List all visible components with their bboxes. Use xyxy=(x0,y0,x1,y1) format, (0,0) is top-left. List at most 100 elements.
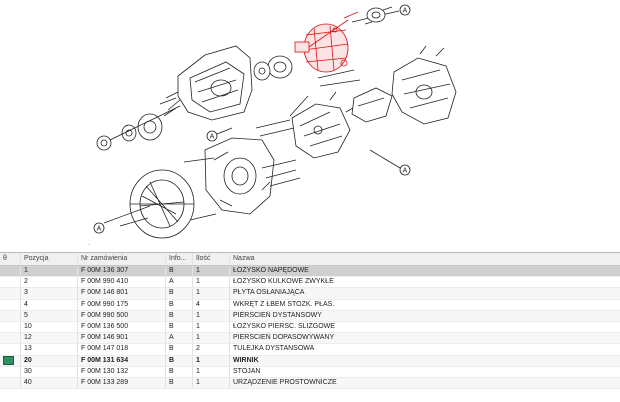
cell-position: 4 xyxy=(21,299,78,310)
callout-marker-a-mid[interactable]: A xyxy=(206,130,218,142)
svg-text:A: A xyxy=(97,226,102,233)
bolts xyxy=(163,69,361,187)
rear-cover[interactable] xyxy=(391,45,457,125)
table-row-highlighted[interactable]: 20 F 00M 131 634 B 1 WIRNIK xyxy=(0,355,620,367)
row-icon xyxy=(0,344,21,355)
row-icon xyxy=(0,366,21,377)
cell-quantity: 1 xyxy=(193,366,230,377)
cell-quantity: 4 xyxy=(193,299,230,310)
cell-position: 40 xyxy=(21,377,78,389)
cell-position: 5 xyxy=(21,310,78,321)
cell-order-number: F 00M 147 018 xyxy=(78,344,166,355)
table-row[interactable]: 10 F 00M 136 500 B 1 ŁOŻYSKO PIERŚC. ŚLI… xyxy=(0,321,620,334)
row-icon xyxy=(0,299,21,310)
cell-position: 20 xyxy=(21,355,78,366)
cell-quantity: 1 xyxy=(193,355,230,366)
row-icon xyxy=(0,277,21,288)
table-row[interactable]: 4 F 00M 990 175 B 4 WKRĘT Z ŁBEM STOŻK. … xyxy=(0,299,620,311)
small-bearing-top[interactable] xyxy=(364,6,393,25)
table-row[interactable]: 2 F 00M 990 410 A 1 ŁOŻYSKO KULKOWE ZWYK… xyxy=(0,277,620,289)
header-info[interactable]: Info... xyxy=(166,253,193,265)
callout-marker-a-right[interactable]: A xyxy=(399,164,411,176)
cell-quantity: 1 xyxy=(193,310,230,321)
cell-quantity: 2 xyxy=(193,344,230,355)
cell-info: B xyxy=(166,321,193,333)
table-row[interactable]: 40 F 00M 133 289 B 1 URZĄDZENIE PROSTOWN… xyxy=(0,377,620,390)
svg-text:A: A xyxy=(210,134,215,141)
callout-marker-a-top[interactable]: A xyxy=(399,4,411,16)
diagram-dot: · xyxy=(88,242,90,248)
header-name[interactable]: Nazwa xyxy=(233,255,255,262)
rectifier[interactable] xyxy=(289,91,361,159)
rotor-highlighted[interactable] xyxy=(294,11,359,73)
cell-info: B xyxy=(166,310,193,321)
cell-info: B xyxy=(166,355,193,366)
drive-end-housing[interactable] xyxy=(177,45,253,121)
table-row[interactable]: 5 F 00M 990 500 B 1 PIERŚCIEŃ DYSTANSOWY xyxy=(0,310,620,322)
cell-info: B xyxy=(166,288,193,299)
callout-marker-a-left[interactable]: A xyxy=(93,222,105,234)
header-icon-column[interactable]: θ xyxy=(0,253,21,265)
table-row[interactable]: 3 F 00M 146 801 B 1 PŁYTA OSŁANIAJĄCA xyxy=(0,288,620,300)
stator[interactable] xyxy=(119,169,195,239)
table-row[interactable]: 12 F 00M 146 901 A 1 PIERŚCIEŃ DOPASOWYW… xyxy=(0,333,620,345)
cell-position: 1 xyxy=(21,266,78,277)
cell-position: 2 xyxy=(21,277,78,288)
cell-name: PŁYTA OSŁANIAJĄCA xyxy=(233,289,305,297)
cell-order-number: F 00M 990 500 xyxy=(78,310,166,321)
header-quantity[interactable]: Ilość xyxy=(193,253,230,265)
cell-order-number: F 00M 133 289 xyxy=(78,377,166,389)
cell-name: STOJAN xyxy=(233,367,261,375)
table-row[interactable]: 1 F 00M 136 307 B 1 ŁOŻYSKO NAPĘDOWE xyxy=(0,266,620,278)
slip-ring-end-housing[interactable] xyxy=(183,137,275,221)
cell-info: B xyxy=(166,266,193,277)
pulley-and-nut[interactable] xyxy=(96,91,181,151)
cell-name: ŁOŻYSKO NAPĘDOWE xyxy=(233,267,309,274)
cell-order-number: F 00M 131 634 xyxy=(78,355,166,366)
cell-quantity: 1 xyxy=(193,377,230,389)
row-icon xyxy=(0,310,21,321)
brush-holder[interactable] xyxy=(351,87,393,123)
cell-info: B xyxy=(166,377,193,389)
cell-name: WKRĘT Z ŁBEM STOŻK. PŁAS. xyxy=(233,300,335,308)
cell-name: TULEJKA DYSTANSOWA xyxy=(233,345,315,353)
cell-name: PIERŚCIEŃ DYSTANSOWY xyxy=(233,311,322,319)
bearing-plate[interactable] xyxy=(253,55,293,81)
cell-order-number: F 00M 990 175 xyxy=(78,299,166,310)
cell-position: 12 xyxy=(21,333,78,344)
cell-name: URZĄDZENIE PROSTOWNICZE xyxy=(233,378,337,386)
exploded-view-diagram: A A A A xyxy=(88,4,457,248)
cell-name: ŁOŻYSKO PIERŚC. ŚLIZGOWE xyxy=(233,322,335,330)
table-row[interactable]: 13 F 00M 147 018 B 2 TULEJKA DYSTANSOWA xyxy=(0,344,620,356)
row-icon xyxy=(0,266,21,277)
cell-name: ŁOŻYSKO KULKOWE ZWYKŁE xyxy=(233,278,334,286)
cell-name: WIRNIK xyxy=(233,356,259,364)
cell-order-number: F 00M 146 901 xyxy=(78,333,166,344)
cell-info: A xyxy=(166,333,193,344)
cell-quantity: 1 xyxy=(193,277,230,288)
row-icon xyxy=(0,288,21,299)
cell-quantity: 1 xyxy=(193,321,230,333)
row-icon xyxy=(0,377,21,389)
cell-position: 10 xyxy=(21,321,78,333)
cell-info: B xyxy=(166,344,193,355)
leader-line xyxy=(103,205,151,224)
leader-line xyxy=(216,127,233,135)
cell-quantity: 1 xyxy=(193,266,230,277)
header-order-number[interactable]: Nr zamówienia xyxy=(78,253,166,265)
header-position[interactable]: Pozycja xyxy=(21,253,78,265)
table-row[interactable]: 30 F 00M 130 132 B 1 STOJAN xyxy=(0,366,620,378)
cell-order-number: F 00M 130 132 xyxy=(78,366,166,377)
cell-order-number: F 00M 136 307 xyxy=(78,266,166,277)
cell-position: 13 xyxy=(21,344,78,355)
row-marker-icon xyxy=(0,355,21,366)
svg-text:A: A xyxy=(403,8,408,15)
cell-order-number: F 00M 990 410 xyxy=(78,277,166,288)
cell-order-number: F 00M 136 500 xyxy=(78,321,166,333)
parts-table: θ Pozycja Nr zamówienia Info... Ilość Na… xyxy=(0,252,620,402)
svg-text:A: A xyxy=(403,168,408,175)
cell-quantity: 1 xyxy=(193,288,230,299)
cell-name: PIERŚCIEŃ DOPASOWYWANY xyxy=(233,334,335,342)
row-icon xyxy=(0,333,21,344)
cell-info: A xyxy=(166,277,193,288)
